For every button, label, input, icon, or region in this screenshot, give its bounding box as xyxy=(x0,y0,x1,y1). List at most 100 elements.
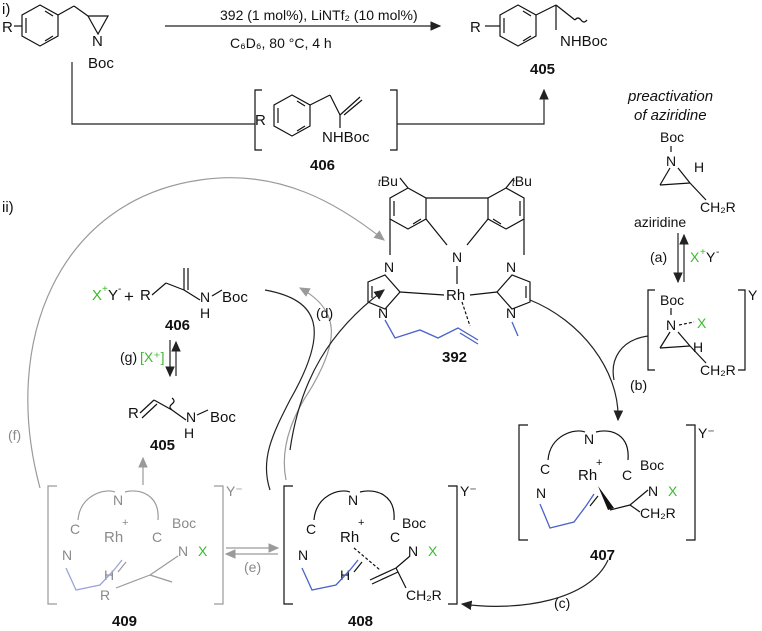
compound-number-408: 408 xyxy=(348,613,373,630)
reagents-line-2: C₆D₆, 80 °C, 4 h xyxy=(230,35,332,51)
atom-n: N xyxy=(186,409,196,425)
atom-x: X xyxy=(198,543,208,559)
atom-n: N xyxy=(666,317,676,333)
counterion-y: Y xyxy=(748,287,758,303)
atom-ch2r: CH₂R xyxy=(700,199,736,215)
aziridine-label: aziridine xyxy=(634,214,686,230)
atom-h: H xyxy=(184,425,194,441)
atom-x: X xyxy=(697,315,707,331)
x-plus-bracket: [X⁺] xyxy=(140,349,165,365)
atom-x: X xyxy=(428,543,438,559)
atom-plus: + xyxy=(358,517,364,529)
atom-x: X xyxy=(668,483,678,499)
step-e: (e) xyxy=(244,559,261,575)
intermediate-407: Y⁻ N C Rh + C Boc N X N CH₂R 407 xyxy=(518,424,715,564)
part-i-label: i) xyxy=(2,1,10,18)
catalyst-392: N tBu tBu Rh N N N N 392 xyxy=(367,173,532,366)
atom-rh: Rh xyxy=(104,529,123,546)
atom-n-im3: N xyxy=(506,259,516,275)
atom-r: R xyxy=(100,587,110,603)
reagent-xy-plus: + xyxy=(102,284,108,295)
compound-405: R N H Boc 405 xyxy=(128,397,236,454)
step-c: (c) xyxy=(554,595,570,611)
reagent-y: Y xyxy=(706,249,716,265)
step-g: (g) xyxy=(120,349,137,365)
atom-c: C xyxy=(540,461,550,477)
atom-c: C xyxy=(306,521,316,537)
catalyst-number-392: 392 xyxy=(442,349,467,366)
atom-n: N xyxy=(200,289,210,305)
atom-boc: Boc xyxy=(660,129,684,145)
atom-ch2r: CH₂R xyxy=(406,587,442,603)
product-number-405: 405 xyxy=(530,61,555,78)
compound-number-406: 406 xyxy=(165,317,190,334)
atom-n2: N xyxy=(408,543,418,559)
atom-rh: Rh xyxy=(340,529,359,546)
atom-n3: N xyxy=(536,485,546,501)
reagent-xy-minus: - xyxy=(118,284,121,295)
part-ii-label: ii) xyxy=(2,199,14,216)
product-r: R xyxy=(470,19,481,36)
atom-n: N xyxy=(666,153,676,169)
atom-n: N xyxy=(92,33,103,50)
aziridine-right: Boc N H CH₂R xyxy=(659,129,736,215)
plus-sign: + xyxy=(124,287,134,306)
activated-aziridinium: Y Boc N X H CH₂R xyxy=(647,287,758,378)
intermediate-406: R NHBoc 406 xyxy=(254,89,398,174)
atom-c2: C xyxy=(622,467,632,483)
tbu-right: tBu xyxy=(512,173,532,189)
counterion-y: Y⁻ xyxy=(226,483,243,499)
step-b: (b) xyxy=(630,377,647,393)
atom-n: N xyxy=(584,431,594,447)
step-a: (a) xyxy=(650,249,667,265)
atom-h: H xyxy=(200,305,210,321)
atom-boc: Boc xyxy=(640,457,664,473)
atom-n-im1: N xyxy=(384,259,394,275)
atom-n-im4: N xyxy=(506,305,516,321)
atom-c: C xyxy=(70,521,80,537)
step-d: (d) xyxy=(316,305,333,321)
intermediate-408: Y⁻ N C Rh + C Boc N X N H CH₂R 408 xyxy=(283,483,477,630)
atom-r: R xyxy=(140,287,151,304)
atom-n-central: N xyxy=(452,249,462,265)
intermediate-409: Y⁻ N C Rh + C Boc N X N H R 409 xyxy=(47,483,243,630)
atom-plus: + xyxy=(596,457,602,469)
atom-boc: Boc xyxy=(222,289,248,306)
compound-number-409: 409 xyxy=(112,613,137,630)
starting-aziridine: R N Boc xyxy=(2,4,114,72)
atom-h: H xyxy=(693,339,703,355)
atom-boc: Boc xyxy=(172,515,196,531)
compound-number-405: 405 xyxy=(150,437,175,454)
product-405: NHBoc R 405 xyxy=(470,4,608,78)
counterion-y: Y⁻ xyxy=(460,483,477,499)
atom-n2: N xyxy=(178,543,188,559)
atom-boc: Boc xyxy=(210,409,236,426)
atom-c2: C xyxy=(390,529,400,545)
atom-h: H xyxy=(694,159,704,175)
atom-ch2r: CH₂R xyxy=(640,505,676,521)
product-nhboc: NHBoc xyxy=(560,33,608,50)
atom-n3: N xyxy=(62,547,72,563)
reagent-plus: + xyxy=(700,247,706,258)
atom-c2: C xyxy=(152,529,162,545)
atom-boc: Boc xyxy=(660,292,684,308)
atom-n3: N xyxy=(298,547,308,563)
tbu-left: tBu xyxy=(378,173,398,189)
of-aziridine-label: of aziridine xyxy=(634,107,707,124)
compound-number-406: 406 xyxy=(310,157,335,174)
reagent-xy-x: X xyxy=(92,287,102,304)
atom-boc: Boc xyxy=(402,515,426,531)
reagent-xy-y: Y xyxy=(108,287,118,304)
atom-boc: Boc xyxy=(88,55,114,72)
atom-r: R xyxy=(255,112,266,129)
compound-406: R N H Boc 406 xyxy=(140,268,248,334)
step-f: (f) xyxy=(8,427,21,443)
compound-number-407: 407 xyxy=(590,547,615,564)
atom-n2: N xyxy=(648,483,658,499)
atom-r: R xyxy=(128,405,139,422)
atom-n: N xyxy=(113,492,123,508)
atom-r: R xyxy=(2,19,13,36)
atom-rh: Rh xyxy=(446,287,465,304)
atom-plus: + xyxy=(122,517,128,529)
